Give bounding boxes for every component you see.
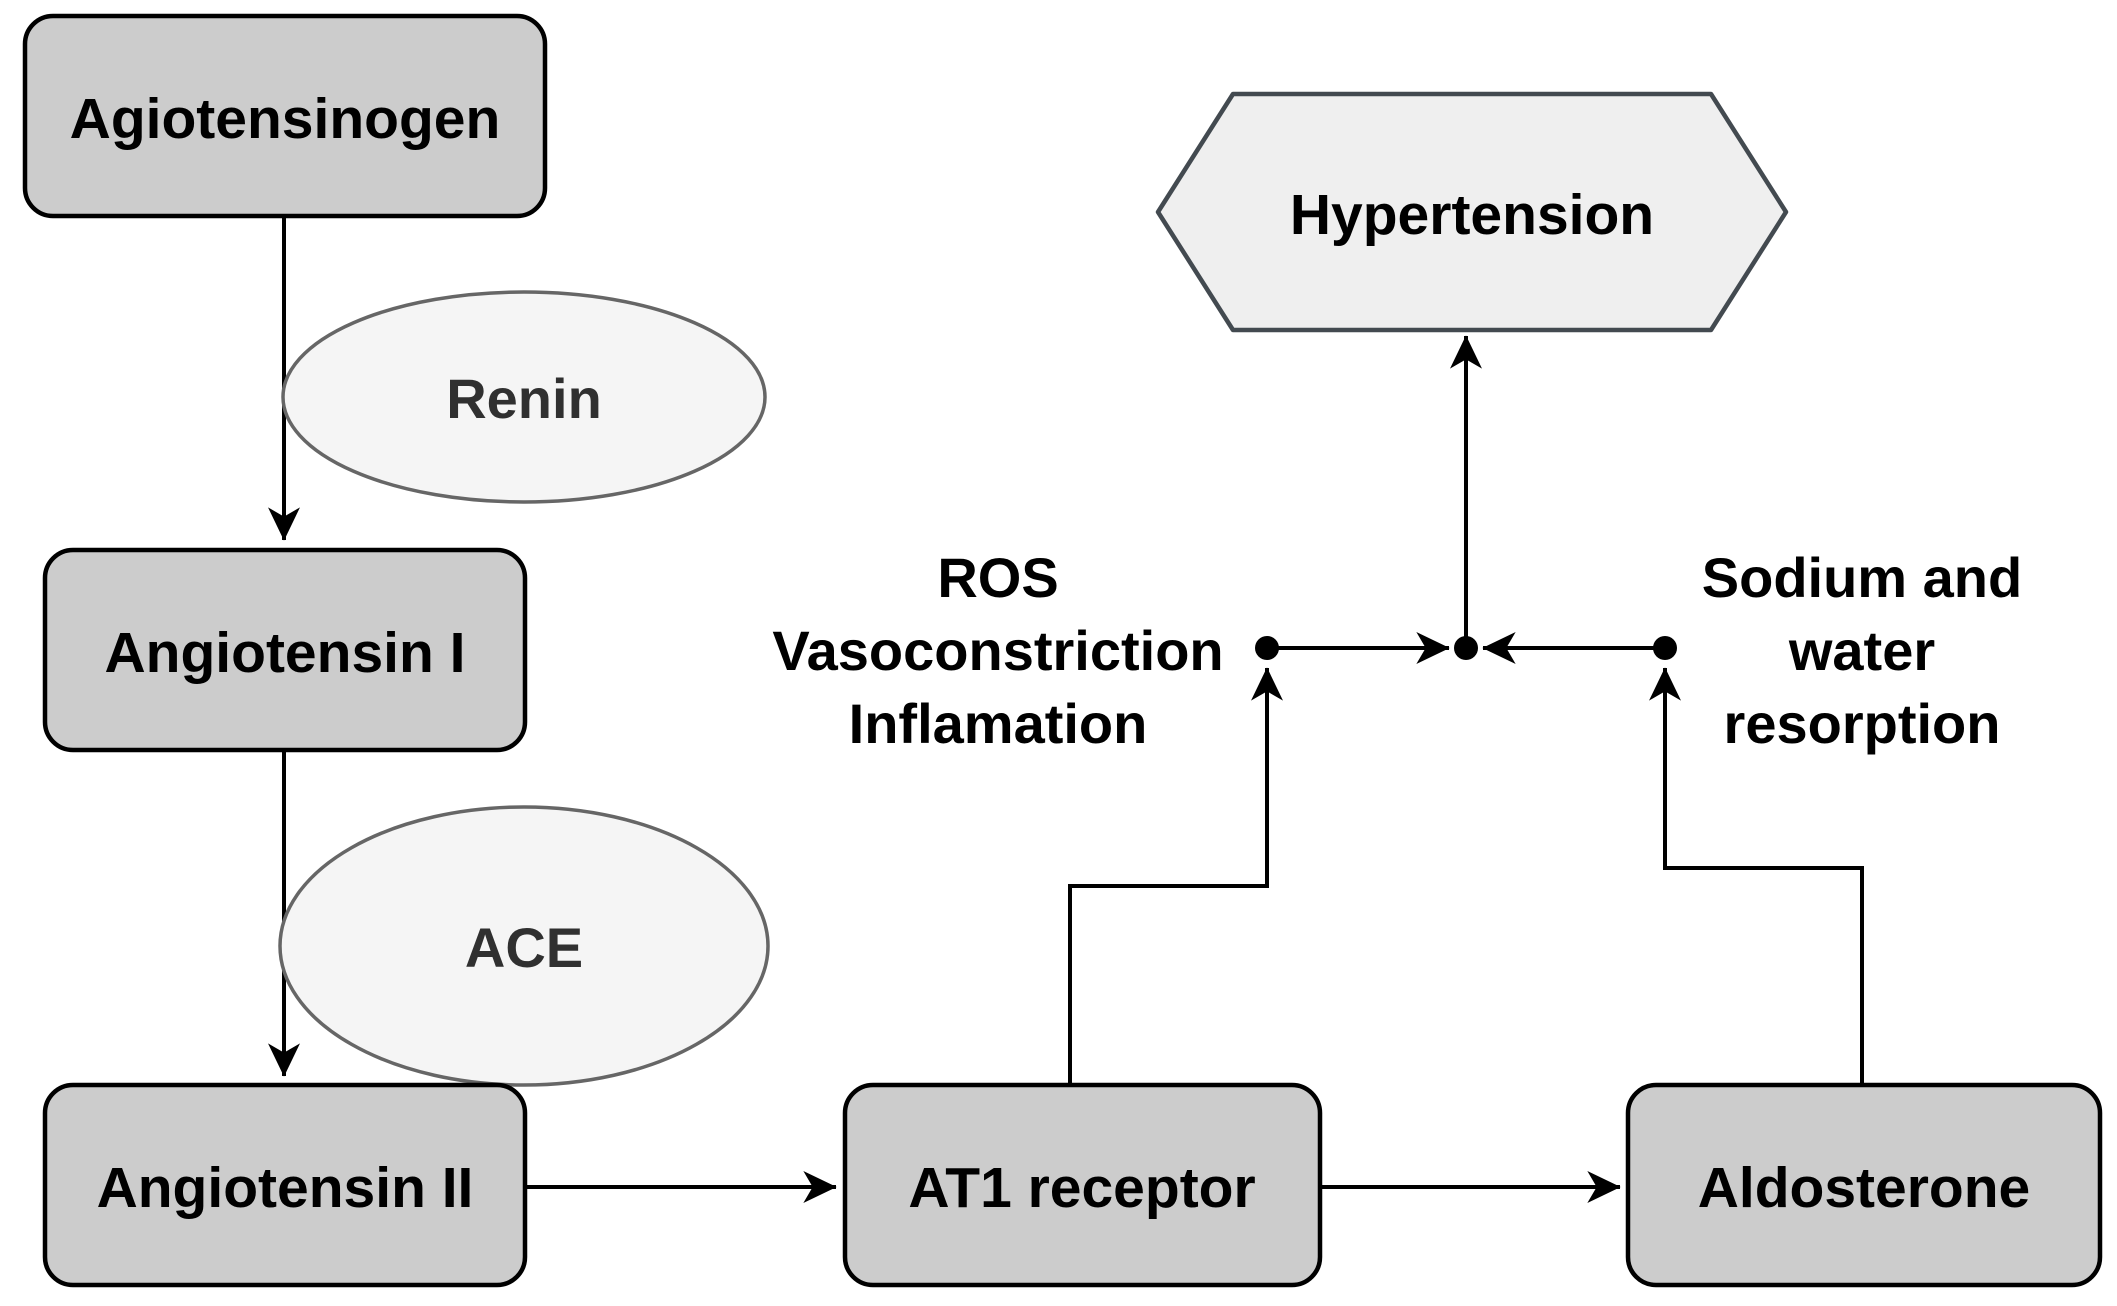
- annotation-sodium: Sodium and water resorption: [1702, 546, 2022, 755]
- junction-dot-center: [1454, 636, 1478, 660]
- node-hypertension-label: Hypertension: [1290, 183, 1654, 247]
- node-aldosterone-label: Aldosterone: [1698, 1156, 2031, 1220]
- annotation-ros-line-1: ROS: [937, 546, 1058, 609]
- node-at1-receptor: [842, 1082, 1323, 1288]
- node-angiotensin-ii-label: Angiotensin II: [97, 1156, 474, 1220]
- annotation-sodium-line-1: Sodium and: [1702, 546, 2022, 609]
- node-renin: [281, 290, 767, 504]
- node-agiotensinogen-label: Agiotensinogen: [70, 87, 501, 151]
- annotation-sodium-line-3: resorption: [1724, 692, 2001, 755]
- annotation-sodium-line-2: water: [1788, 619, 1935, 682]
- junction-dot-sodium: [1653, 636, 1677, 660]
- node-angiotensin-i: [42, 547, 528, 753]
- node-agiotensinogen: [22, 13, 548, 219]
- junction-dot-ros: [1255, 636, 1279, 660]
- node-angiotensin-ii: [42, 1082, 528, 1288]
- node-ace: [278, 805, 770, 1087]
- node-aldosterone: [1625, 1082, 2103, 1288]
- annotation-ros-line-2: Vasoconstriction: [772, 619, 1223, 682]
- node-at1-receptor-label: AT1 receptor: [908, 1156, 1255, 1220]
- edge-aldosterone-to-sodium: [1649, 667, 1864, 1085]
- annotation-ros-line-3: Inflamation: [849, 692, 1148, 755]
- node-angiotensin-i-label: Angiotensin I: [105, 621, 466, 685]
- annotation-ros: ROS Vasoconstriction Inflamation: [772, 546, 1223, 755]
- node-ace-label: ACE: [465, 916, 583, 979]
- node-renin-label: Renin: [446, 367, 602, 430]
- node-hypertension: [1155, 91, 1789, 333]
- edge-at1-receptor-to-ros: [1068, 667, 1283, 1085]
